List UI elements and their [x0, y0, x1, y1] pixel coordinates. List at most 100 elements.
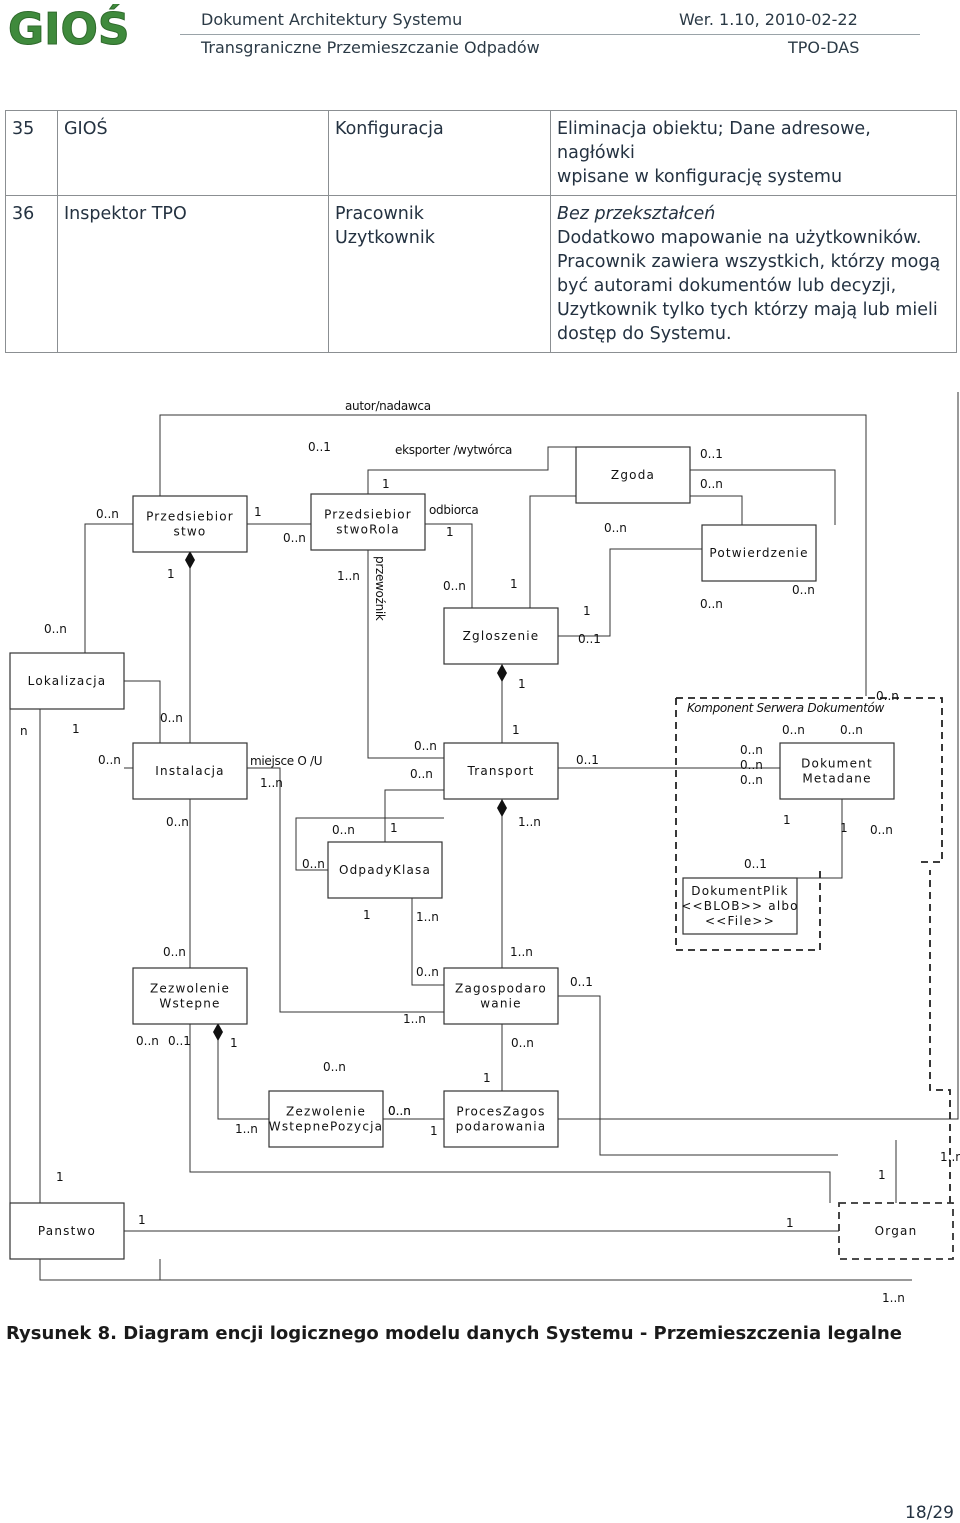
- multiplicity-label: 1: [363, 908, 371, 922]
- entity-label: Wstepne: [159, 997, 220, 1011]
- entity-lokalizacja: Lokalizacja: [9, 652, 125, 710]
- multiplicity-label: 0..n: [416, 965, 439, 979]
- multiplicity-label: 0..n: [98, 753, 121, 767]
- multiplicity-label: 1..n: [260, 776, 283, 790]
- relationship-line: [425, 523, 473, 608]
- entity-box: [132, 967, 248, 1025]
- entity-label: OdpadyKlasa: [339, 863, 431, 877]
- entity-box: [682, 877, 798, 935]
- relationship-line: [217, 1024, 269, 1120]
- row-actor: GIOŚ: [57, 110, 329, 196]
- entity-panstwo: Panstwo: [9, 1202, 125, 1260]
- multiplicity-label: 1: [583, 604, 591, 618]
- multiplicity-label: 0..n: [740, 743, 763, 757]
- multiplicity-label: 0..n: [388, 1104, 411, 1118]
- multiplicity-label: 1..n: [403, 1012, 426, 1026]
- relationship-line: [84, 523, 133, 653]
- relationship-line: [690, 469, 836, 525]
- multiplicity-label: 1: [382, 477, 390, 491]
- aggregation-diamond: [497, 664, 507, 682]
- relationship-line: [558, 392, 959, 1120]
- multiplicity-label: 0..n: [782, 723, 805, 737]
- notes-line: Pracownik zawiera wszystkich, którzy mog…: [557, 252, 941, 272]
- organ-dashed-link: [929, 870, 951, 1203]
- relationship-line: [39, 1259, 912, 1281]
- entity-box: [443, 1090, 559, 1148]
- multiplicity-label: 1: [446, 525, 454, 539]
- multiplicity-label: 1: [510, 577, 518, 591]
- multiplicity-label: 1: [138, 1213, 146, 1227]
- entity-box: [132, 742, 248, 800]
- association-label-autor: autor/nadawca: [345, 399, 431, 413]
- multiplicity-label: 0..n: [283, 531, 306, 545]
- entity-potwierdzenie: Potwierdzenie: [701, 524, 817, 582]
- entity-label: WstepnePozycja: [269, 1120, 383, 1134]
- notes-line: być autorami dokumentów lub decyzji,: [557, 276, 897, 296]
- entity-label: Organ: [875, 1224, 918, 1238]
- multiplicity-label: 1: [786, 1216, 794, 1230]
- relationship-line: [558, 548, 702, 637]
- svg-text:GIOŚ: GIOŚ: [8, 4, 130, 50]
- multiplicity-label: 1: [56, 1170, 64, 1184]
- multiplicity-label: 0..n: [302, 857, 325, 871]
- multiplicity-label: 1: [483, 1071, 491, 1085]
- relationship-line: [529, 495, 576, 608]
- multiplicity-label: 1: [512, 723, 520, 737]
- entity-box: [268, 1090, 384, 1148]
- component-boundary-line: [675, 697, 943, 951]
- entity-label: Potwierdzenie: [709, 546, 808, 560]
- entity-zgloszenie: Zgloszenie: [443, 607, 559, 665]
- multiplicity-label: 0..1: [308, 440, 331, 454]
- multiplicity-label: 0..n: [96, 507, 119, 521]
- multiplicity-label: 1..n: [510, 945, 533, 959]
- entity-box: [443, 607, 559, 665]
- multiplicity-label: 0..n: [332, 823, 355, 837]
- entity-label: Instalacja: [155, 764, 224, 778]
- association-label-przewoznik: przewoźnik: [373, 556, 387, 621]
- entity-label: Zezwolenie: [286, 1105, 366, 1119]
- notes-line: wpisane w konfigurację systemu: [557, 167, 843, 187]
- entity-label: Zgoda: [611, 468, 655, 482]
- entity-dokumentplik: DokumentPlik<<BLOB>> albo<<File>>: [681, 877, 798, 935]
- entity-label: podarowania: [456, 1120, 547, 1134]
- entity-box: [443, 967, 559, 1025]
- row-actor: Inspektor TPO: [57, 195, 329, 353]
- association-label-miejsce: miejsce O /U: [250, 754, 322, 768]
- multiplicity-label: 1..n: [337, 569, 360, 583]
- entity-organ: Organ: [838, 1202, 954, 1260]
- relationship-line: [690, 495, 743, 525]
- multiplicity-label: 0..n: [44, 622, 67, 636]
- relationship-line: [411, 898, 444, 986]
- multiplicity-label: 0..1: [168, 1034, 191, 1048]
- multiplicity-label: 1: [878, 1168, 886, 1182]
- multiplicity-label: 0..n: [870, 823, 893, 837]
- relationship-line: [797, 799, 843, 879]
- multiplicity-label: 1..n: [940, 1150, 960, 1164]
- multiplicity-label: 0..1: [570, 975, 593, 989]
- entity-box: [443, 742, 559, 800]
- relationship-line: [295, 817, 444, 871]
- document-subtitle: Transgraniczne Przemieszczanie Odpadów: [201, 38, 540, 57]
- multiplicity-label: 1..n: [235, 1122, 258, 1136]
- multiplicity-label: 1: [518, 677, 526, 691]
- relationship-lines: [9, 392, 959, 1281]
- multiplicity-label: 1..n: [518, 815, 541, 829]
- entity-box: [9, 652, 125, 710]
- multiplicity-label: n: [20, 724, 28, 738]
- multiplicity-label: 0..n: [740, 758, 763, 772]
- aggregation-diamond: [185, 551, 195, 569]
- multiplicity-label: 0..n: [740, 773, 763, 787]
- entity-box: [132, 495, 248, 553]
- row-notes: Bez przekształceń Dodatkowo mapowanie na…: [550, 195, 957, 353]
- row-number: 35: [5, 110, 58, 196]
- row-entity: Pracownik Uzytkownik: [328, 195, 551, 353]
- entity-label: Przedsiebior: [146, 510, 234, 524]
- relationship-line: [124, 680, 161, 743]
- entity-box: [575, 446, 691, 504]
- notes-line: Uzytkownik tylko tych którzy mają lub mi…: [557, 300, 938, 320]
- page-number: 18/29: [905, 1503, 954, 1523]
